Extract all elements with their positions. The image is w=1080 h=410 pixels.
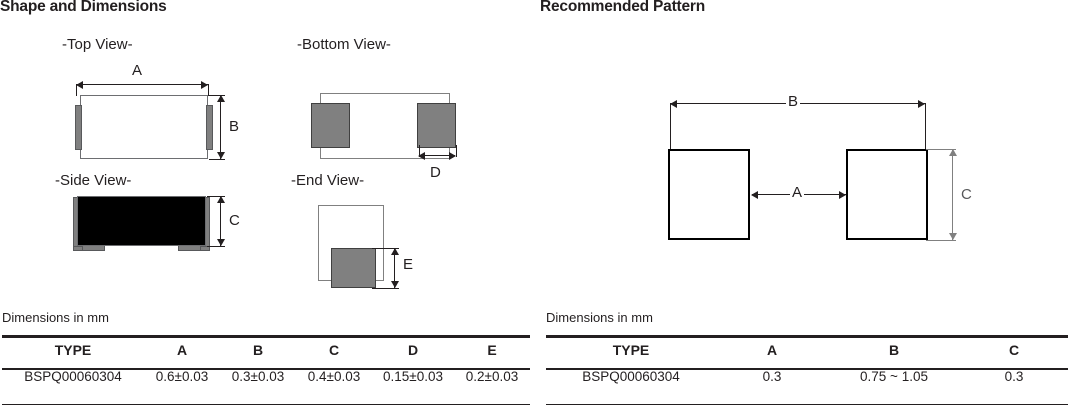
cell-a: 0.6±0.03 xyxy=(155,368,209,384)
ext-line-c-pattern-bottom xyxy=(926,240,956,241)
pattern-pad-left xyxy=(668,149,750,240)
table-rule-top-right xyxy=(546,335,1068,338)
col-header-a-right: A xyxy=(766,342,778,358)
top-view-body xyxy=(80,95,208,159)
arrow-up-b xyxy=(216,95,225,102)
table-rule-mid-right xyxy=(546,368,1068,370)
dim-label-a-pattern: A xyxy=(790,184,805,201)
bottom-view-pad-right xyxy=(417,103,456,148)
arrow-up-c-side xyxy=(216,196,225,203)
arrow-up-c-pattern xyxy=(948,149,957,156)
dim-label-a-top: A xyxy=(130,62,145,79)
col-header-type: TYPE xyxy=(54,342,92,358)
table-row: BSPQ00060304 0.3 0.75 ~ 1.05 0.3 xyxy=(546,363,1068,389)
page-title-shape-dimensions: Shape and Dimensions xyxy=(0,0,167,15)
col-header-b-right: B xyxy=(888,342,900,358)
page-title-recommended-pattern: Recommended Pattern xyxy=(540,0,706,15)
arrow-right-a-pattern xyxy=(839,190,846,199)
col-header-b: B xyxy=(252,342,264,358)
arrow-right-d xyxy=(449,151,456,160)
cell-b-right: 0.75 ~ 1.05 xyxy=(860,368,928,384)
ext-line-c-pattern-top xyxy=(926,149,956,150)
table-header-row-left: TYPE A B C D E xyxy=(2,337,530,363)
dim-label-e: E xyxy=(401,256,416,273)
arrow-left-d xyxy=(418,151,425,160)
ext-line-d-left xyxy=(419,145,420,157)
col-header-c-right: C xyxy=(1008,342,1020,358)
ext-line-b-pattern-right xyxy=(925,103,926,151)
shape-and-dimensions-panel: Shape and Dimensions -Top View- A B -Bot… xyxy=(0,0,530,406)
cell-d: 0.15±0.03 xyxy=(383,368,443,384)
ext-line-b-top xyxy=(209,95,225,96)
dim-line-d xyxy=(419,155,455,156)
arrow-up-e xyxy=(390,248,399,255)
col-header-e: E xyxy=(487,342,497,358)
col-header-type-right: TYPE xyxy=(612,342,650,358)
ext-line-a-right xyxy=(208,84,209,96)
view-label-side: -Side View- xyxy=(55,172,132,189)
recommended-pattern-panel: Recommended Pattern B A C Dimensions in … xyxy=(540,0,1080,410)
arrow-right-b-pattern xyxy=(918,99,925,108)
arrow-down-b xyxy=(216,152,225,159)
cell-type: BSPQ00060304 xyxy=(24,368,122,384)
arrow-left-a xyxy=(76,80,83,89)
dim-label-c-pattern: C xyxy=(959,186,974,203)
cell-type-right: BSPQ00060304 xyxy=(582,368,680,384)
cell-a-right: 0.3 xyxy=(762,368,782,384)
table-rule-mid-left xyxy=(2,368,530,370)
arrow-down-c-side xyxy=(216,239,225,246)
top-view-terminal-left xyxy=(75,105,82,150)
ext-line-a-left xyxy=(76,84,77,96)
arrow-right-a xyxy=(201,80,208,89)
arrow-left-b-pattern xyxy=(670,99,677,108)
view-label-top: -Top View- xyxy=(62,36,133,53)
top-view-terminal-right xyxy=(206,105,213,150)
units-note-right: Dimensions in mm xyxy=(546,310,653,325)
dim-label-b-pattern: B xyxy=(786,93,801,110)
table-row: BSPQ00060304 0.6±0.03 0.3±0.03 0.4±0.03 … xyxy=(2,363,530,389)
dimensions-table-right: TYPE A B C BSPQ00060304 0.3 0.75 ~ 1.05 … xyxy=(546,337,1068,389)
table-header-row-right: TYPE A B C xyxy=(546,337,1068,363)
ext-line-e-bottom xyxy=(372,288,399,289)
bottom-view-pad-left xyxy=(311,103,350,148)
dim-label-c-side: C xyxy=(227,212,242,229)
view-label-end: -End View- xyxy=(291,172,365,189)
table-rule-bottom-right xyxy=(546,404,1068,406)
dim-line-c-pattern xyxy=(952,149,953,240)
table-rule-bottom-left xyxy=(2,404,530,406)
view-label-bottom: -Bottom View- xyxy=(297,36,391,53)
col-header-c: C xyxy=(328,342,340,358)
cell-e: 0.2±0.03 xyxy=(465,368,519,384)
ext-line-e-top xyxy=(372,248,399,249)
units-note-left: Dimensions in mm xyxy=(2,310,109,325)
side-view-body xyxy=(77,196,206,246)
table-rule-top-left xyxy=(2,335,530,338)
dim-line-b xyxy=(220,95,221,159)
dim-label-d: D xyxy=(428,164,443,181)
cell-b: 0.3±0.03 xyxy=(231,368,285,384)
ext-line-b-bottom xyxy=(209,159,225,160)
arrow-down-c-pattern xyxy=(948,233,957,240)
dim-line-c-side xyxy=(220,196,221,246)
dim-line-a xyxy=(76,84,208,85)
ext-line-b-pattern-left xyxy=(670,103,671,151)
arrow-left-a-pattern xyxy=(751,190,758,199)
arrow-down-e xyxy=(390,281,399,288)
cell-c: 0.4±0.03 xyxy=(307,368,361,384)
cell-c-right: 0.3 xyxy=(1004,368,1024,384)
pattern-pad-right xyxy=(846,149,928,240)
ext-line-d-right xyxy=(456,145,457,157)
dim-line-e xyxy=(394,248,395,288)
dimensions-table-left: TYPE A B C D E BSPQ00060304 0.6±0.03 0.3… xyxy=(2,337,530,389)
col-header-a: A xyxy=(176,342,188,358)
dim-label-b-top: B xyxy=(227,118,242,135)
col-header-d: D xyxy=(407,342,419,358)
ext-line-c-top xyxy=(207,196,225,197)
end-view-terminal xyxy=(331,248,376,288)
ext-line-c-bottom xyxy=(207,246,225,247)
